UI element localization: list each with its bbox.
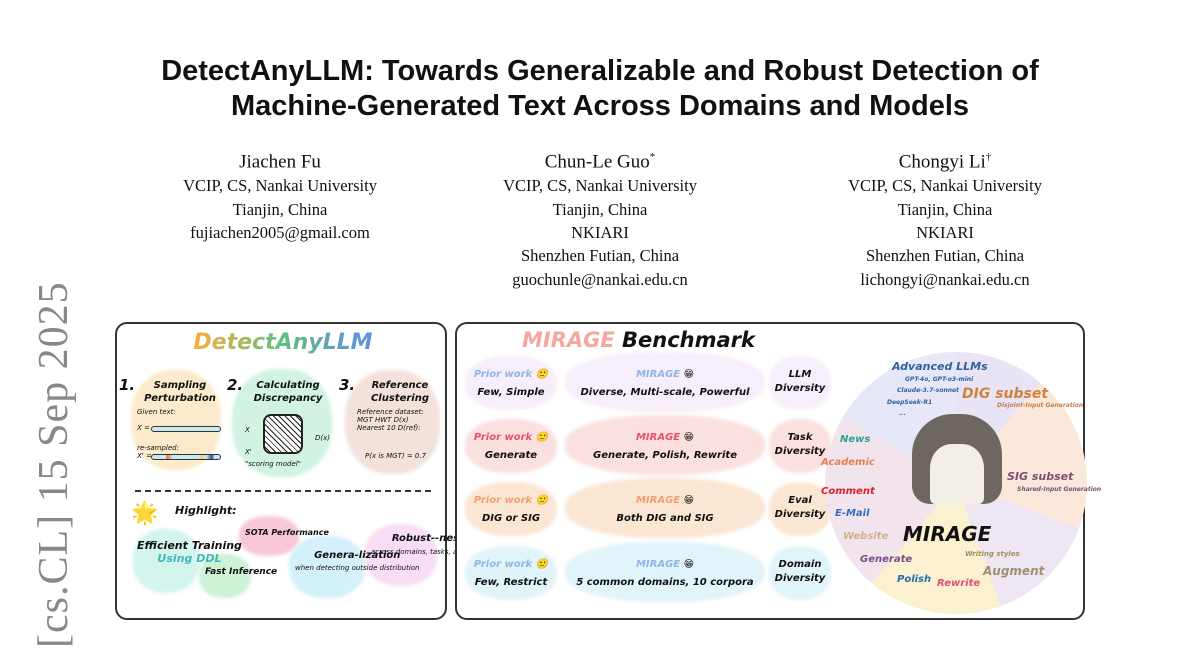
step-note: Reference dataset:	[357, 408, 424, 416]
circle-label: GPT-4o, GPT-o3-mini	[905, 376, 974, 383]
author-name: Chun-Le Guo*	[544, 151, 656, 173]
figure-title: DetectAnyLLM	[117, 330, 449, 355]
author-affiliation: NKIARI	[571, 222, 629, 242]
step-title: Sampling Perturbation	[144, 380, 216, 404]
circle-label: Polish	[897, 574, 932, 585]
author-affiliation: VCIP, CS, Nankai University	[503, 176, 697, 196]
mirage-cell: MIRAGE 😁Both DIG and SIG	[616, 495, 714, 524]
circle-label: Advanced LLMs	[892, 360, 988, 373]
step-note: X'	[245, 448, 252, 456]
detectanyllm-figure: DetectAnyLLM 1. Sampling Perturbation Gi…	[115, 322, 486, 620]
prior-work-cell: Prior work 🙁DIG or SIG	[473, 495, 549, 524]
circle-label: ...	[899, 410, 906, 417]
author-affiliation: Shenzhen Futian, China	[520, 246, 680, 266]
circle-label: Website	[843, 531, 889, 542]
mirage-figure: MIRAGE Benchmark Prior work 🙁Few, Simple…	[455, 322, 1101, 620]
step-note: X' =	[137, 452, 152, 460]
highlight-sota: SOTA Performance	[245, 528, 329, 537]
author-email: lichongyi@nankai.edu.cn	[860, 269, 1030, 289]
step-note: Given text:	[137, 408, 176, 416]
diversity-label: Eval Diversity	[774, 495, 826, 520]
step-note: X =	[137, 424, 150, 432]
figure-title: MIRAGE Benchmark	[522, 328, 756, 352]
step-1: 1. Sampling Perturbation Given text: X =…	[119, 376, 227, 486]
highlight-fast: Fast Inference	[205, 567, 278, 577]
prior-work-cell: Prior work 🙁Few, Restrict	[473, 559, 549, 588]
mirage-cell: MIRAGE 😁Generate, Polish, Rewrite	[593, 432, 737, 461]
circle-label: Generate	[860, 554, 913, 565]
step-title: Calculating Discrepancy	[253, 380, 323, 404]
step-note: "scoring model"	[245, 460, 301, 468]
diversity-label: LLM Diversity	[774, 369, 826, 394]
diversity-label: Domain Diversity	[774, 559, 826, 584]
author-affiliation: Tianjin, China	[552, 199, 648, 219]
step-note: re-sampled:	[137, 444, 179, 452]
author-affiliation: Shenzhen Futian, China	[865, 246, 1025, 266]
prior-work-cell: Prior work 🙁Generate	[473, 432, 549, 461]
neural-network-icon	[263, 414, 303, 454]
mirage-cell: MIRAGE 😁Diverse, Multi-scale, Powerful	[580, 369, 750, 398]
step-number: 1.	[119, 376, 136, 394]
cat-mascot-icon	[912, 414, 1002, 504]
author-affiliation: VCIP, CS, Nankai University	[848, 176, 1042, 196]
step-note: P(x is MGT) = 0.7	[365, 452, 427, 460]
circle-label: Claude-3.7-sonnet	[897, 387, 959, 394]
highlight-label: Highlight:	[175, 504, 237, 517]
circle-label: News	[840, 434, 871, 445]
circle-label: Disjoint-Input Generation	[997, 402, 1084, 409]
step-3: 3. Reference Clustering Reference datase…	[339, 376, 447, 486]
author-name: Jiachen Fu	[239, 151, 321, 173]
paper-title-line-2: Machine-Generated Text Across Domains an…	[230, 90, 970, 122]
step-note: X	[245, 426, 250, 434]
step-note: Nearest 10 D(ref):	[357, 424, 421, 432]
step-number: 3.	[339, 376, 356, 394]
circle-label: E-Mail	[835, 508, 870, 519]
arxiv-stamp: [cs.CL] 15 Sep 2025	[31, 281, 77, 648]
author-email: guochunle@nankai.edu.cn	[512, 269, 688, 289]
author-affiliation: Tianjin, China	[897, 199, 993, 219]
diversity-label: Task Diversity	[774, 432, 826, 457]
circle-label: SIG subset	[1007, 470, 1074, 483]
author-name: Chongyi Li†	[898, 151, 992, 173]
circle-label: DeepSeek-R1	[887, 399, 933, 406]
circle-label: Writing styles	[965, 550, 1020, 558]
circle-label: Shared-Input Generation	[1017, 486, 1102, 493]
circle-label: DIG subset	[962, 386, 1049, 402]
step-2: 2. Calculating Discrepancy "scoring mode…	[227, 376, 335, 486]
prior-work-cell: Prior work 🙁Few, Simple	[473, 369, 549, 398]
circle-label: Augment	[983, 564, 1045, 578]
step-note: D(x)	[315, 434, 330, 442]
circle-label: MIRAGE	[903, 522, 992, 546]
star-icon: 🌟	[131, 500, 159, 525]
author-email: fujiachen2005@gmail.com	[190, 222, 370, 242]
step-title: Reference Clustering	[370, 380, 430, 404]
circle-label: Rewrite	[937, 578, 981, 589]
circle-label: Comment	[821, 486, 875, 497]
circle-label: Academic	[821, 457, 875, 468]
author-affiliation: Tianjin, China	[232, 199, 328, 219]
mirage-cell: MIRAGE 😁5 common domains, 10 corpora	[576, 559, 754, 588]
step-note: MGT HWT D(x)	[357, 416, 409, 424]
paper-title-line-1: DetectAnyLLM: Towards Generalizable and …	[161, 55, 1039, 87]
author-affiliation: NKIARI	[916, 222, 974, 242]
step-number: 2.	[227, 376, 244, 394]
author-affiliation: VCIP, CS, Nankai University	[183, 176, 377, 196]
